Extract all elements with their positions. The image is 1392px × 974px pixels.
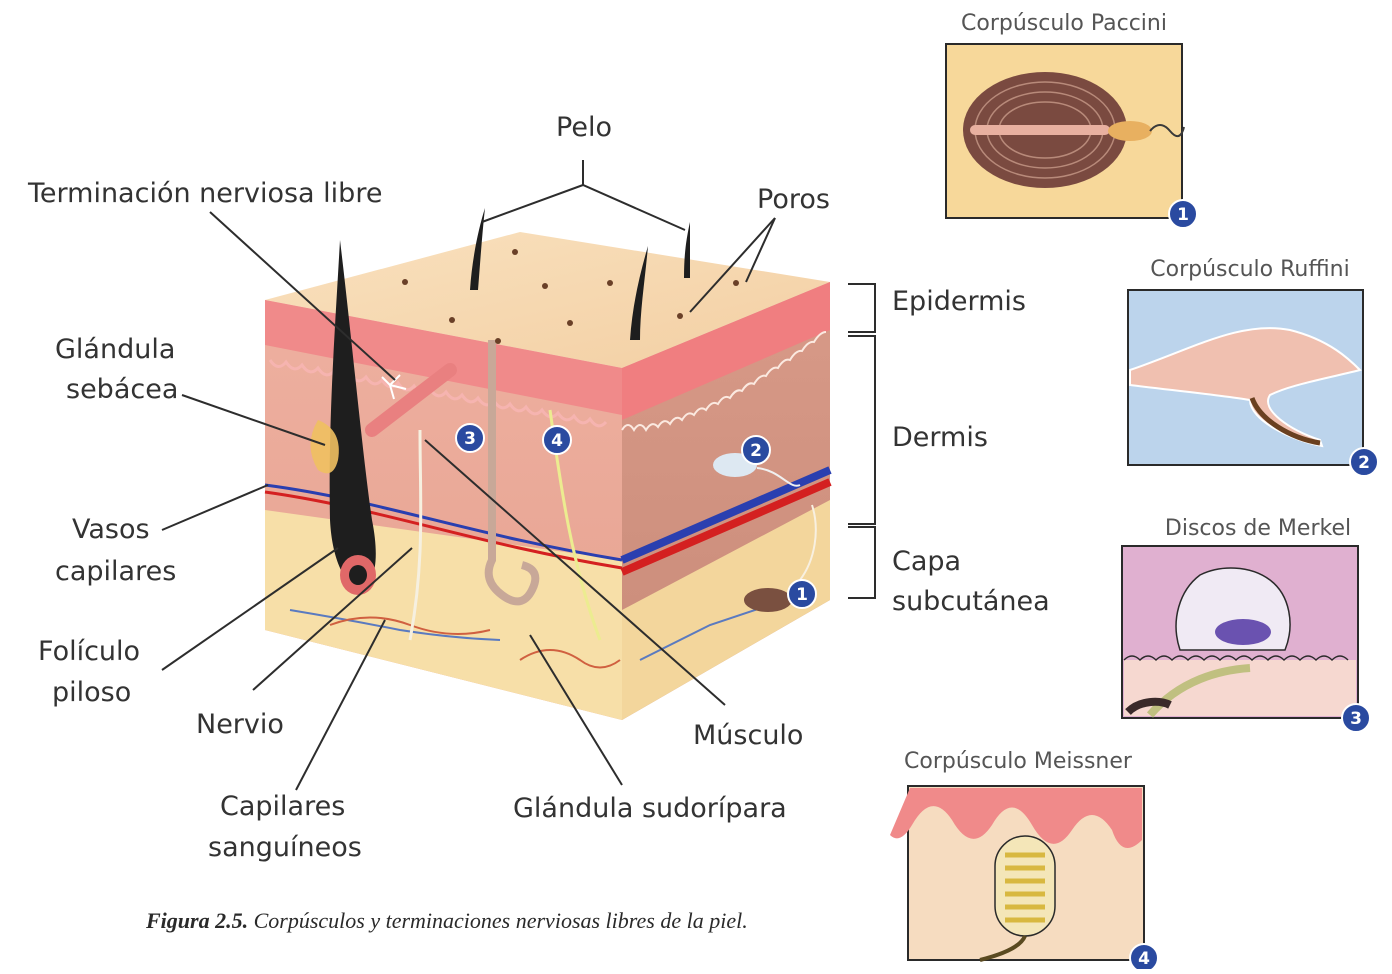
svg-text:4: 4	[551, 431, 563, 451]
label-poros: Poros	[757, 184, 830, 215]
inset-meissner: Corpúsculo Meissner 4	[890, 749, 1158, 969]
svg-text:1: 1	[796, 585, 808, 605]
label-glandula-sebacea-2: sebácea	[66, 374, 178, 405]
inset-meissner-title: Corpúsculo Meissner	[904, 749, 1133, 774]
inset-paccini-title: Corpúsculo Paccini	[961, 11, 1167, 36]
label-epidermis: Epidermis	[892, 286, 1026, 317]
label-capa-2: subcutánea	[892, 586, 1050, 617]
label-nervio: Nervio	[196, 709, 284, 740]
label-sudoripara: Glándula sudorípara	[513, 793, 787, 824]
inset-ruffini: Corpúsculo Ruffini 2	[1128, 257, 1378, 476]
label-vasos-1: Vasos	[72, 514, 150, 545]
marker-3: 3	[456, 424, 484, 452]
svg-text:2: 2	[1358, 453, 1370, 473]
label-vasos-2: capilares	[55, 556, 176, 587]
svg-text:1: 1	[1177, 205, 1189, 225]
inset-paccini: Corpúsculo Paccini 1	[946, 11, 1197, 228]
label-foliculo-1: Folículo	[38, 636, 140, 667]
svg-text:3: 3	[1350, 709, 1362, 729]
svg-text:2: 2	[750, 441, 762, 461]
caption-prefix: Figura 2.5.	[146, 908, 248, 933]
marker-2: 2	[742, 436, 770, 464]
label-terminacion: Terminación nerviosa libre	[27, 178, 382, 209]
label-capa-1: Capa	[892, 546, 961, 577]
inset-merkel-title: Discos de Merkel	[1165, 516, 1351, 541]
skin-block	[265, 208, 830, 720]
label-foliculo-2: piloso	[52, 677, 131, 708]
label-pelo: Pelo	[556, 112, 612, 143]
inset-merkel: Discos de Merkel 3	[1122, 516, 1370, 732]
marker-1: 1	[788, 580, 816, 608]
label-glandula-sebacea-1: Glándula	[55, 334, 175, 365]
label-capilares-1: Capilares	[220, 791, 345, 822]
figure-caption: Figura 2.5. Corpúsculos y terminaciones …	[146, 908, 866, 934]
svg-text:3: 3	[464, 429, 476, 449]
label-capilares-2: sanguíneos	[208, 832, 362, 863]
marker-4: 4	[543, 426, 571, 454]
svg-text:4: 4	[1138, 949, 1150, 969]
label-dermis: Dermis	[892, 422, 988, 453]
label-musculo: Músculo	[693, 720, 803, 751]
caption-text: Corpúsculos y terminaciones nerviosas li…	[248, 908, 748, 933]
inset-ruffini-title: Corpúsculo Ruffini	[1150, 257, 1349, 282]
